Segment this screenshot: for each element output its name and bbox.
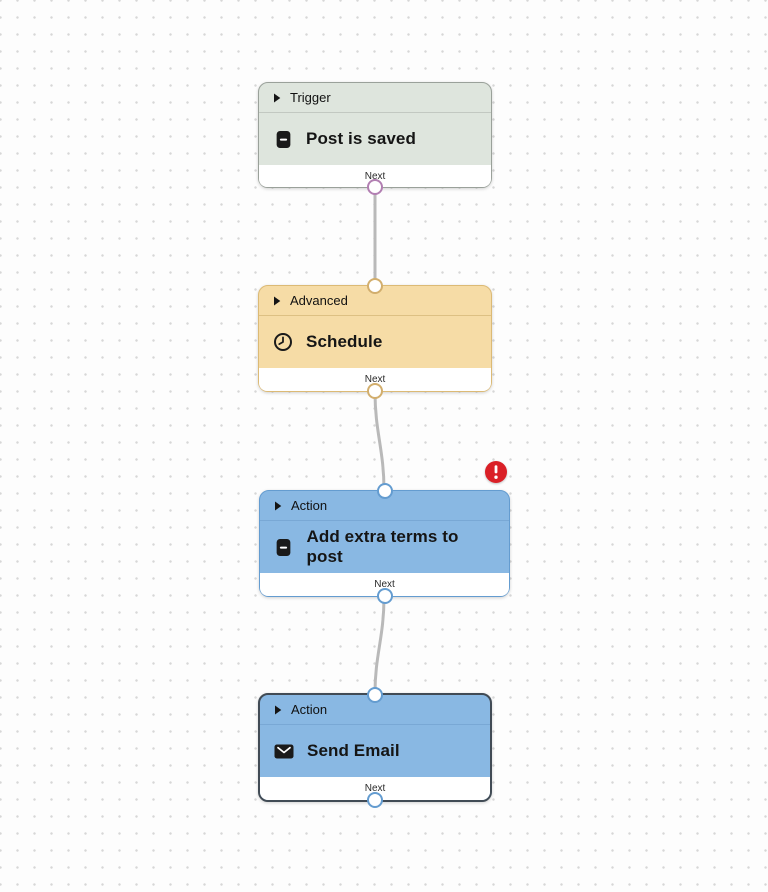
input-port[interactable]: [367, 278, 383, 294]
node-title: Send Email: [307, 741, 400, 760]
node-action-send-email[interactable]: Action Send Email Next: [258, 687, 492, 808]
node-category-label: Action: [291, 498, 328, 513]
node-body: Send Email: [260, 725, 490, 777]
input-port[interactable]: [376, 483, 393, 499]
node-trigger-post-is-saved[interactable]: Trigger Post is saved Next: [258, 82, 492, 195]
document-icon: [274, 537, 294, 557]
node-action-add-extra-terms[interactable]: Action Add extra terms to post Next: [259, 461, 510, 604]
envelope-icon: [274, 741, 294, 761]
node-title: Schedule: [306, 332, 383, 351]
node-header[interactable]: Action: [260, 695, 490, 725]
node-footer: Next: [260, 777, 490, 800]
collapse-triangle-icon[interactable]: [274, 705, 282, 715]
error-badge[interactable]: [485, 461, 507, 483]
node-category-label: Trigger: [290, 90, 331, 105]
clock-icon: [273, 332, 293, 352]
connection-edge-3[interactable]: [373, 595, 386, 695]
node-body: Post is saved: [259, 113, 491, 165]
document-icon: [273, 129, 293, 149]
next-label: Next: [374, 579, 395, 590]
node-header[interactable]: Advanced: [259, 286, 491, 316]
input-port[interactable]: [367, 687, 383, 703]
node-footer: Next: [260, 573, 509, 596]
connection-edge-2[interactable]: [373, 390, 386, 492]
next-label: Next: [364, 170, 386, 182]
node-category-label: Action: [291, 702, 328, 717]
collapse-triangle-icon[interactable]: [274, 501, 282, 511]
output-port[interactable]: [376, 588, 393, 604]
output-port[interactable]: [367, 383, 383, 399]
output-port[interactable]: [367, 179, 383, 195]
node-body: Add extra terms to post: [260, 521, 509, 573]
node-header[interactable]: Action: [260, 491, 509, 521]
node-advanced-schedule[interactable]: Advanced Schedule Next: [258, 278, 492, 399]
node-header[interactable]: Trigger: [259, 83, 491, 113]
next-label: Next: [364, 783, 386, 794]
node-title: Post is saved: [306, 129, 416, 148]
node-footer: Next: [259, 165, 491, 187]
output-port[interactable]: [367, 792, 383, 808]
node-title: Add extra terms to post: [306, 527, 459, 566]
next-label: Next: [364, 374, 386, 385]
collapse-triangle-icon[interactable]: [273, 93, 281, 103]
node-category-label: Advanced: [290, 293, 348, 308]
node-body: Schedule: [259, 316, 491, 368]
collapse-triangle-icon[interactable]: [273, 296, 281, 306]
node-footer: Next: [259, 368, 491, 391]
